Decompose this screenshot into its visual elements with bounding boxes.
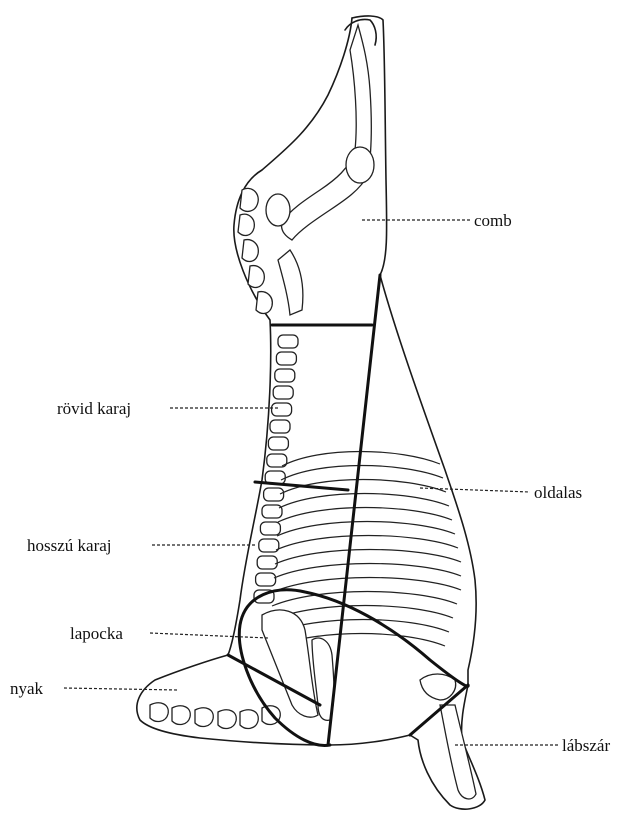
vertebra [264, 488, 284, 501]
scapula-bones [262, 610, 456, 720]
vertebra [270, 420, 290, 433]
vertebra [260, 522, 280, 535]
shank-bone [440, 705, 476, 799]
rib [279, 494, 449, 509]
label-hosszu-karaj: hosszú karaj [27, 536, 112, 555]
vertebra [257, 556, 277, 569]
rib [278, 508, 452, 523]
leader-lines [64, 220, 560, 745]
rib [272, 592, 457, 607]
vertebra [259, 539, 279, 552]
vertebra [268, 437, 288, 450]
vertebra [273, 386, 293, 399]
rib [274, 564, 461, 579]
leader-nyak [64, 688, 178, 690]
rib [276, 536, 458, 551]
label-nyak: nyak [10, 679, 44, 698]
vertebra [256, 573, 276, 586]
label-rovid-karaj: rövid karaj [57, 399, 131, 418]
spine-vertebrae [254, 335, 298, 603]
label-lapocka: lapocka [70, 624, 123, 643]
neck-bones [150, 703, 280, 729]
vertebra [262, 505, 282, 518]
rib [277, 522, 455, 537]
vertebra [272, 403, 292, 416]
label-comb: comb [474, 211, 512, 230]
label-oldalas: oldalas [534, 483, 582, 502]
rib [281, 466, 443, 481]
rib [275, 550, 461, 565]
label-labszar: lábszár [562, 736, 610, 755]
cut-diagonal-belly [328, 275, 380, 745]
vertebra [275, 369, 295, 382]
vertebra [278, 335, 298, 348]
vertebra [276, 352, 296, 365]
leg-bones [266, 25, 374, 315]
leader-oldalas [420, 488, 530, 492]
leader-lapocka [150, 633, 268, 638]
